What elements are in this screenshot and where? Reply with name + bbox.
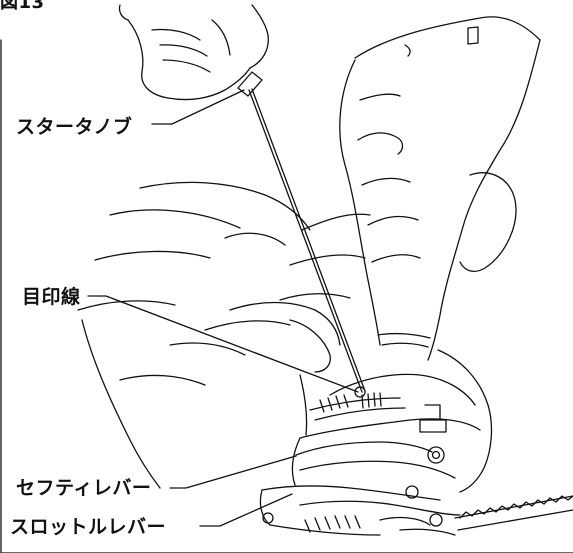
body-outline <box>78 182 370 488</box>
chainsaw-body <box>260 350 491 535</box>
chainsaw-circles <box>263 387 444 526</box>
marking-line-label: 目印線 <box>22 286 81 308</box>
guide-bar <box>455 496 573 530</box>
starter-cord <box>249 89 365 392</box>
right-arm <box>340 17 540 360</box>
leader-starter-knob <box>152 90 244 124</box>
left-hand <box>119 5 268 100</box>
throttle-lever-label: スロットルレバー <box>10 516 167 538</box>
starter-knob <box>238 72 262 96</box>
leader-marking-line <box>88 296 358 392</box>
figure-number: 図13 <box>0 0 45 13</box>
frame-border <box>1 40 573 553</box>
leader-safety-lever <box>170 456 296 488</box>
leader-throttle-lever <box>200 494 292 526</box>
starter-knob-label: スタータノブ <box>16 116 133 138</box>
safety-lever-label: セフティレバー <box>16 477 152 499</box>
